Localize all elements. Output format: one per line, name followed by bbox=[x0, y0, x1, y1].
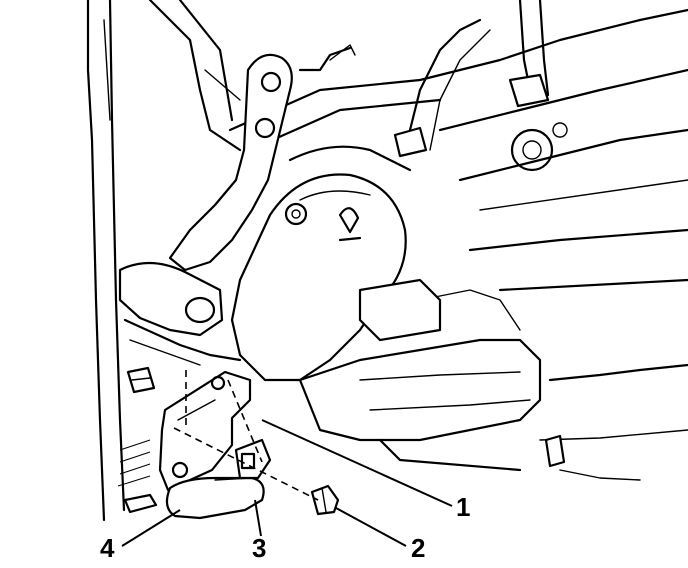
leader-3 bbox=[254, 499, 262, 537]
leader-1 bbox=[261, 419, 453, 507]
callout-2: 2 bbox=[411, 533, 425, 563]
leader-2 bbox=[335, 507, 407, 547]
callout-leaders bbox=[121, 419, 453, 547]
callout-3: 3 bbox=[252, 533, 266, 563]
callout-1: 1 bbox=[456, 492, 470, 522]
callout-4: 4 bbox=[100, 533, 115, 563]
diagram-linework bbox=[86, 0, 688, 522]
leader-4 bbox=[121, 509, 181, 547]
